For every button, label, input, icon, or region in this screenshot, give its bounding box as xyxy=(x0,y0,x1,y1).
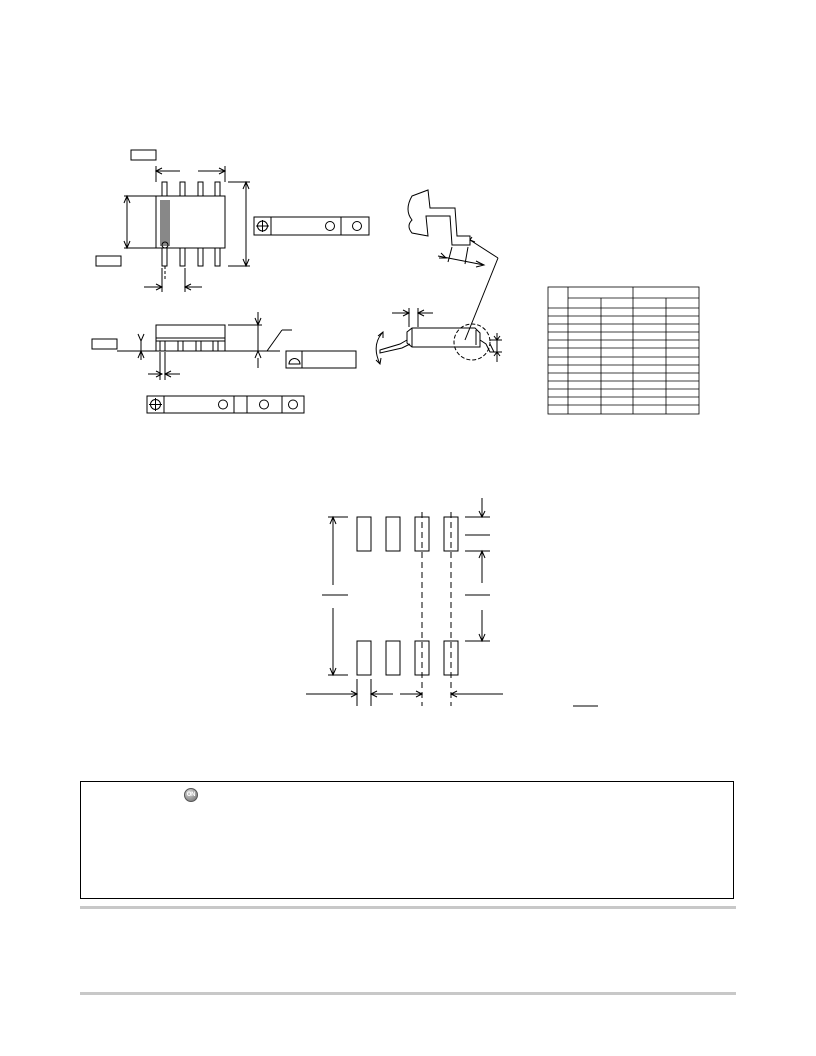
soldering-footprint xyxy=(306,498,598,707)
lead-detail-view xyxy=(407,189,499,341)
lead-bottom-1 xyxy=(161,247,168,267)
datum-box-a xyxy=(130,149,157,161)
side-view xyxy=(91,312,292,380)
lead-top-2 xyxy=(179,181,186,197)
lead-top-4 xyxy=(214,181,221,197)
footer-frame xyxy=(80,781,734,899)
lead-bottom-3 xyxy=(197,247,204,267)
pin-one-band xyxy=(160,200,170,246)
dimension-table xyxy=(547,286,700,415)
lead-top-3 xyxy=(197,181,204,197)
pad-top-1 xyxy=(356,516,372,552)
pad-bottom-2 xyxy=(385,640,401,676)
pad-top-2 xyxy=(385,516,401,552)
divider-rule-upper xyxy=(80,906,736,909)
top-view xyxy=(95,149,250,292)
divider-rule-lower xyxy=(80,992,736,995)
tolerance-frame-lead xyxy=(146,395,305,414)
end-view xyxy=(375,308,502,366)
datum-box-c xyxy=(91,338,118,350)
lead-bottom-2 xyxy=(179,247,186,267)
on-semiconductor-logo-icon: ON xyxy=(184,788,198,802)
package-body xyxy=(155,195,226,249)
lead-top-1 xyxy=(161,181,168,197)
lead-bottom-4 xyxy=(214,247,221,267)
datum-box-b xyxy=(95,255,122,267)
tolerance-frame-position xyxy=(253,216,370,236)
tolerance-frame-flatness xyxy=(285,350,357,369)
pad-bottom-1 xyxy=(356,640,372,676)
